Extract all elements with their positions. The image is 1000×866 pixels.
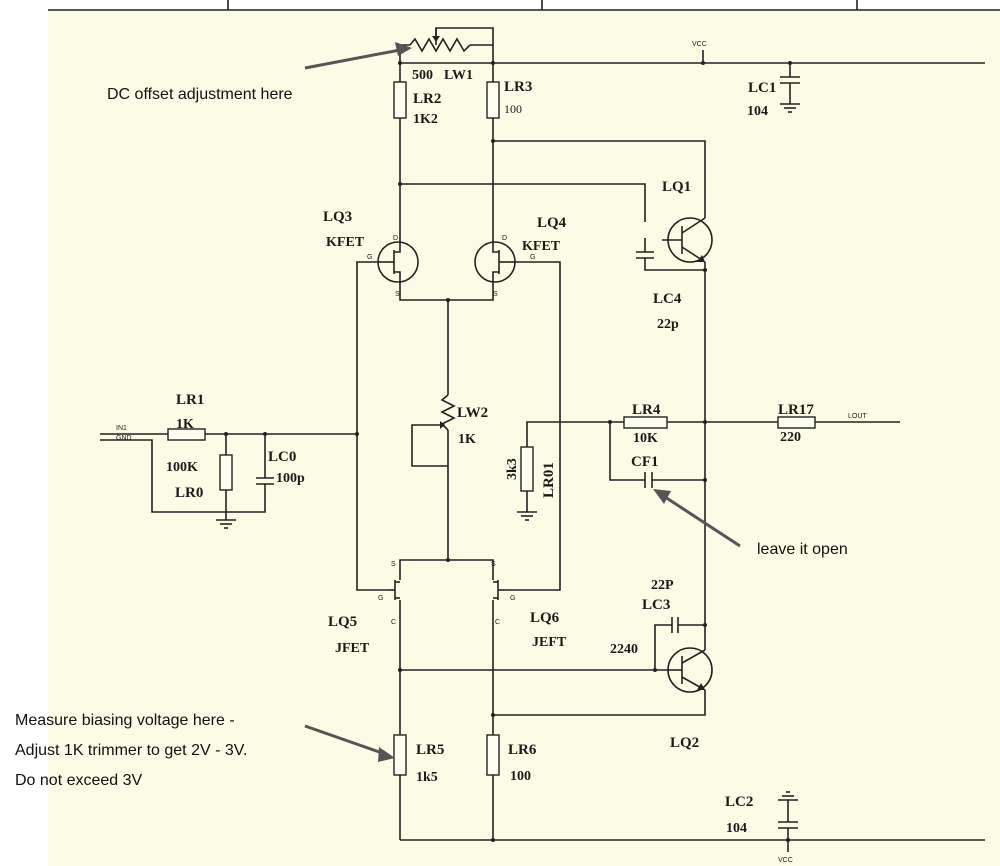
annotation-arrow-measure	[304, 724, 395, 762]
resistor-lr4[interactable]	[623, 416, 668, 429]
lr6-value: 100	[510, 769, 531, 784]
lr3-name: LR3	[504, 79, 532, 95]
net-label-vcc: VCC	[778, 857, 793, 864]
pin-label-s: S	[395, 291, 400, 298]
lr5-name: LR5	[416, 742, 444, 758]
pin-label-s: S	[391, 561, 396, 568]
resistor-lr3[interactable]	[486, 81, 500, 119]
lr2-name: LR2	[413, 91, 441, 107]
net-label-lout: LOUT	[848, 413, 867, 420]
lw2-value: 1K	[458, 432, 476, 447]
lc0-value: 100p	[276, 471, 305, 486]
capacitor-lc2[interactable]	[778, 821, 798, 829]
net-label-vcc: VCC	[692, 41, 707, 48]
lr17-value: 220	[780, 430, 801, 445]
note-measure-line2: Adjust 1K trimmer to get 2V - 3V.	[15, 742, 247, 759]
lr4-value: 10K	[633, 431, 658, 446]
lq4-name: LQ4	[537, 215, 567, 231]
resistor-lr0[interactable]	[219, 454, 233, 491]
lq6-type: JEFT	[532, 635, 567, 650]
lr01-name: LR01	[541, 462, 557, 498]
annotation-arrow-dc-offset	[304, 42, 412, 70]
pin-label-s: S	[491, 561, 496, 568]
potentiometer-lw1[interactable]	[409, 28, 471, 53]
lr6-name: LR6	[508, 742, 537, 758]
lc2-value: 104	[726, 821, 747, 836]
lr4-name: LR4	[632, 402, 661, 418]
net-label-gnd: GND	[116, 435, 132, 442]
pin-label-g: G	[367, 254, 372, 261]
transistor-lq2[interactable]	[667, 640, 713, 693]
transistor-lq6[interactable]	[493, 580, 505, 600]
lq5-name: LQ5	[328, 614, 357, 630]
lr1-value: 1K	[176, 417, 194, 432]
lr17-name: LR17	[778, 402, 814, 418]
sheet-border	[48, 0, 1000, 11]
transistor-lq4[interactable]	[474, 233, 516, 283]
resistor-lr01[interactable]	[520, 446, 534, 492]
ground-symbol	[780, 103, 800, 113]
lq4-type: KFET	[522, 239, 561, 254]
lq3-type: KFET	[326, 235, 365, 250]
pin-label-g: G	[378, 595, 383, 602]
lw2-name: LW2	[457, 405, 488, 421]
pin-label-d: D	[393, 235, 398, 242]
ground-symbol	[216, 519, 236, 529]
lc2-name: LC2	[725, 794, 753, 810]
pin-label-c: C	[495, 619, 500, 626]
lc1-name: LC1	[748, 80, 776, 96]
lr1-name: LR1	[176, 392, 204, 408]
note-dc-offset: DC offset adjustment here	[107, 86, 293, 103]
lc4-name: LC4	[653, 291, 682, 307]
capacitor-cf1[interactable]	[644, 472, 653, 488]
junction-dots	[224, 61, 792, 842]
lr01-value: 3k3	[505, 458, 520, 480]
lc3-name: LC3	[642, 597, 670, 613]
ground-symbol	[778, 791, 798, 801]
pin-label-g: G	[510, 595, 515, 602]
note-measure-line1: Measure biasing voltage here -	[15, 712, 235, 729]
lq2-type: 2240	[610, 642, 638, 657]
resistor-lr17[interactable]	[777, 416, 816, 429]
pin-label-g: G	[530, 254, 535, 261]
lq5-type: JFET	[335, 641, 370, 656]
note-leave-open: leave it open	[757, 541, 848, 558]
lw1-value: 500	[412, 68, 433, 83]
ground-symbol	[517, 511, 537, 521]
transistor-lq5[interactable]	[388, 580, 400, 600]
schematic-paper	[48, 10, 1000, 866]
wires	[100, 27, 985, 852]
lw1-name: LW1	[444, 68, 473, 83]
lc0-name: LC0	[268, 449, 296, 465]
resistor-lr2[interactable]	[393, 81, 407, 119]
resistor-lr6[interactable]	[486, 734, 500, 776]
pin-label-s: S	[493, 291, 498, 298]
resistor-lr1[interactable]	[167, 428, 206, 441]
annotation-arrow-leave-open	[653, 489, 741, 548]
cf1-name: CF1	[631, 454, 659, 470]
net-label-in1: IN1	[116, 425, 127, 432]
lq1-name: LQ1	[662, 179, 691, 195]
lq2-name: LQ2	[670, 735, 699, 751]
lr2-value: 1K2	[413, 112, 438, 127]
transistor-lq1[interactable]	[662, 217, 713, 263]
lr0-value: 100K	[166, 460, 198, 475]
lc3-value: 22P	[651, 578, 674, 593]
lq3-name: LQ3	[323, 209, 352, 225]
lq6-name: LQ6	[530, 610, 560, 626]
pin-label-d: D	[502, 235, 507, 242]
capacitor-lc3[interactable]	[671, 617, 679, 633]
resistor-lr5[interactable]	[393, 734, 407, 776]
lc4-value: 22p	[657, 317, 679, 332]
lr5-value: 1k5	[416, 770, 438, 785]
transistor-lq3[interactable]	[377, 233, 419, 283]
pin-label-c: C	[391, 619, 396, 626]
capacitor-lc1[interactable]	[780, 76, 800, 84]
lr3-value: 100	[504, 102, 522, 116]
potentiometer-lw2[interactable]	[440, 394, 456, 431]
note-measure-line3: Do not exceed 3V	[15, 772, 143, 789]
lc1-value: 104	[747, 104, 768, 119]
lr0-name: LR0	[175, 485, 203, 501]
